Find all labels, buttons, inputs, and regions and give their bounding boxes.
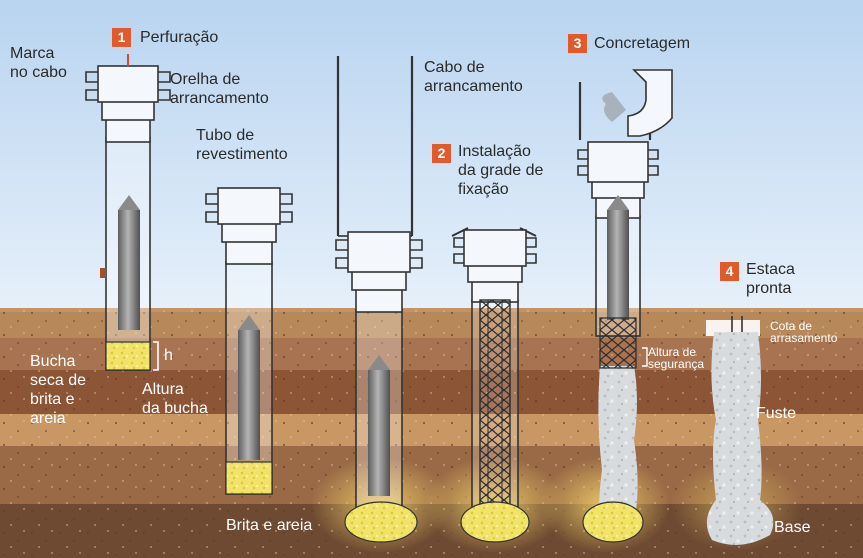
pile-stage-5 <box>577 69 673 337</box>
step-1-badge: 1 <box>112 28 131 47</box>
gravel-bulb-4 <box>460 501 530 543</box>
step-4-title: Estaca pronta <box>746 261 795 297</box>
gravel-plug-2 <box>225 461 273 495</box>
label-brita-areia: Brita e areia <box>226 517 313 534</box>
gravel-bulb-5 <box>582 501 644 543</box>
label-base: Base <box>774 519 811 536</box>
mandrel-2 <box>238 330 260 460</box>
gravel-bulb-3 <box>344 501 418 543</box>
step-2-badge: 2 <box>432 144 451 163</box>
safety-bracket <box>642 347 648 367</box>
label-cabo: Cabo de arrancamento <box>424 59 523 95</box>
label-tubo: Tubo de revestimento <box>196 127 288 163</box>
step-3-badge: 3 <box>568 34 587 53</box>
concrete-shaft-5 <box>598 366 638 510</box>
mandrel-1 <box>118 210 140 330</box>
h-bracket <box>153 341 159 371</box>
label-altura-seguranca: Altura de segurança <box>648 345 705 371</box>
step-1-title: Perfuração <box>140 29 219 46</box>
label-fuste: Fuste <box>756 405 797 422</box>
label-cota: Cota de arrasamento <box>770 319 838 345</box>
sky-background <box>0 0 863 312</box>
step-2-title: Instalação da grade de fixação <box>458 143 544 198</box>
label-h: h <box>164 347 173 364</box>
label-orelha: Orelha de arrancamento <box>170 71 269 107</box>
label-altura-bucha: Altura da bucha <box>142 381 208 417</box>
mandrel-3 <box>368 370 390 496</box>
label-marca-cabo: Marca no cabo <box>10 45 67 81</box>
step-3-title: Concretagem <box>594 35 691 52</box>
label-bucha: Bucha seca de brita e areia <box>30 353 87 427</box>
step-4-badge: 4 <box>720 262 739 281</box>
mandrel-5 <box>607 210 629 320</box>
gravel-plug-1 <box>105 341 151 371</box>
finished-pile <box>706 332 774 545</box>
reinforcement-cage <box>479 299 511 507</box>
